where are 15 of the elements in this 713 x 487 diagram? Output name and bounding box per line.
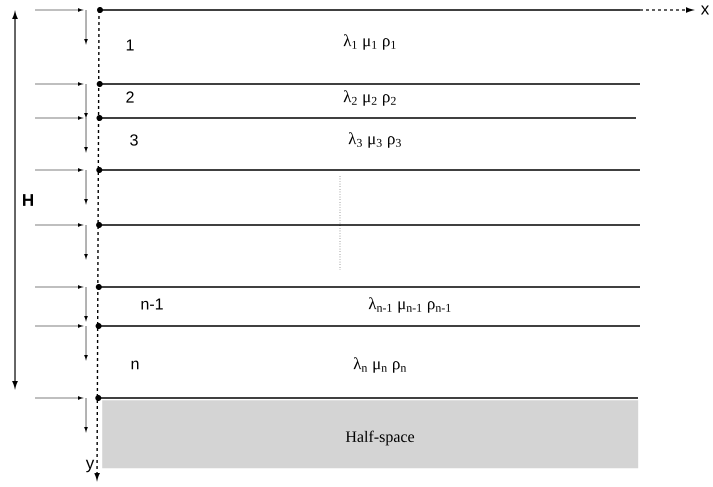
material-properties: λ$_{2}$ μ$_{2}$ ρ$_{2}$: [344, 90, 396, 106]
layer-number: n-1: [142, 298, 163, 310]
material-properties: λ$_{1}$ μ$_{1}$ ρ$_{1}$: [344, 34, 396, 50]
layer-number: n: [132, 360, 138, 370]
material-properties: λ$_{3}$ μ$_{3}$ ρ$_{3}$: [348, 132, 401, 148]
axis-label: x: [700, 6, 710, 14]
half-space-block: [102, 400, 638, 468]
axis-label: y: [86, 460, 94, 472]
material-properties: λ$_{n-1}$ μ$_{n-1}$ ρ$_{n-1}$: [368, 297, 450, 313]
layer-number: 3: [130, 134, 138, 146]
dimension-label: H: [23, 194, 33, 206]
half-space-label: Half-space: [346, 430, 414, 446]
layer-number: 1: [126, 40, 134, 50]
material-properties: λ$_{n}$ μ$_{n}$ ρ$_{n}$: [354, 357, 406, 373]
layer-number: 2: [126, 91, 134, 103]
